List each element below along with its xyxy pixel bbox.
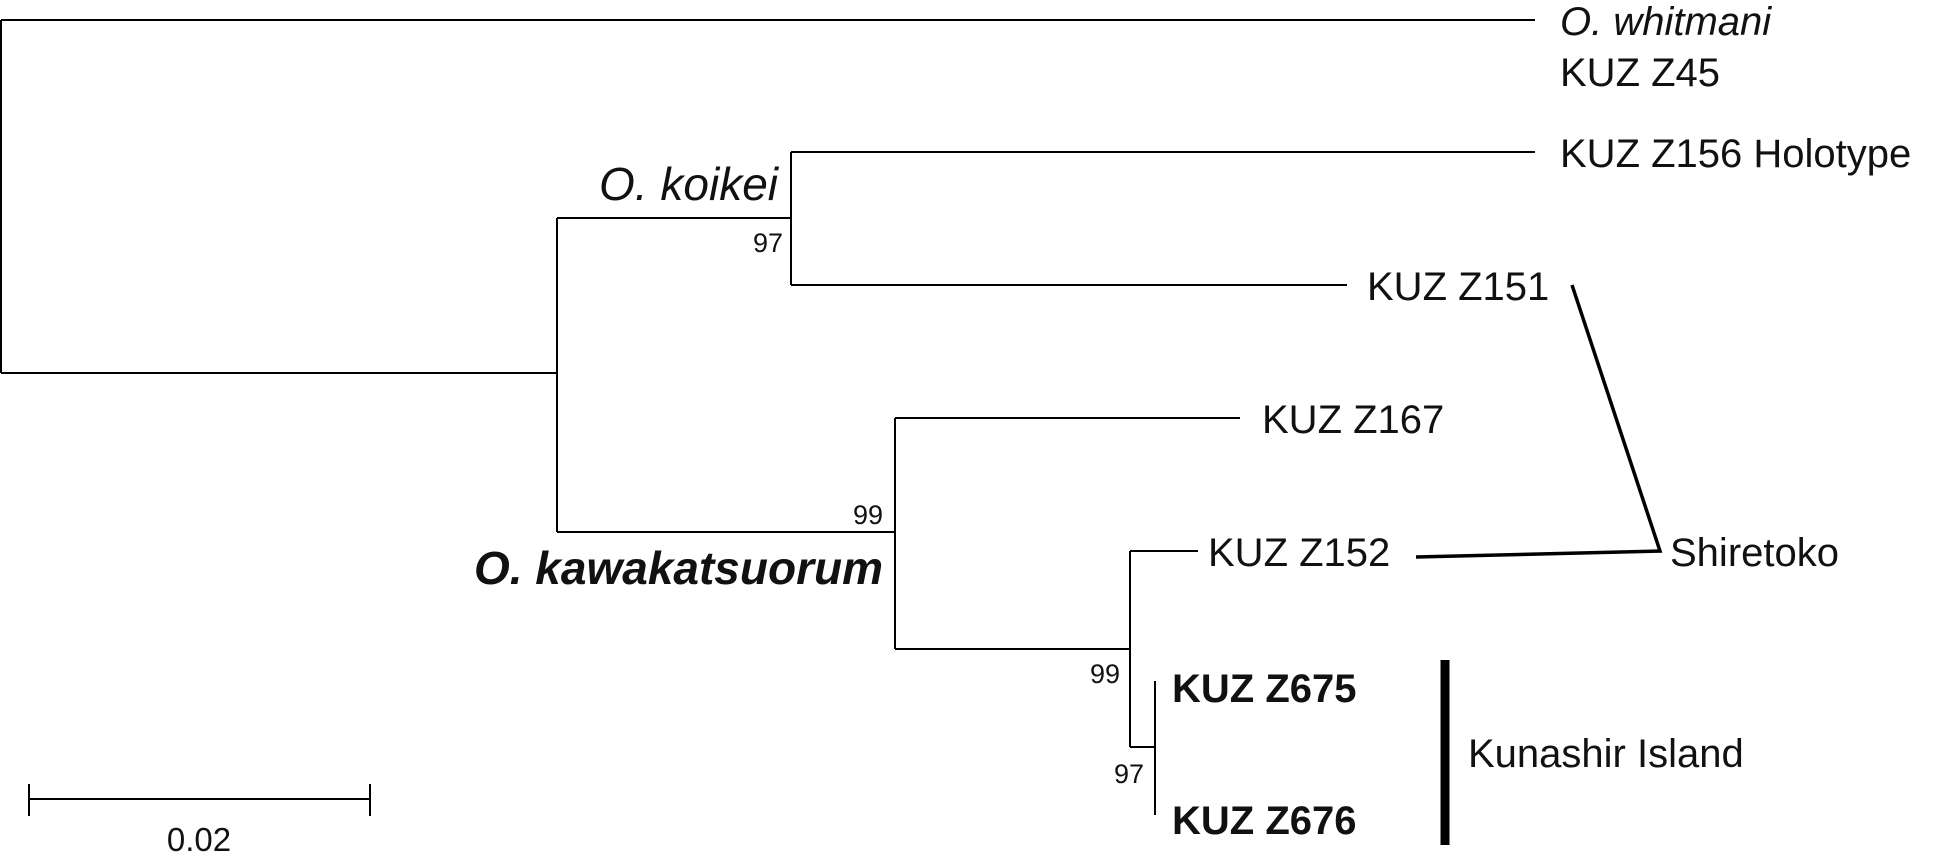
- label-z676: KUZ Z676: [1172, 799, 1357, 843]
- label-whitmani-species: O. whitmani: [1560, 0, 1772, 44]
- support-kunashir: 97: [1114, 759, 1144, 789]
- label-z167: KUZ Z167: [1262, 398, 1444, 442]
- support-koikei: 97: [753, 228, 783, 258]
- label-z675: KUZ Z675: [1172, 667, 1357, 711]
- label-z151: KUZ Z151: [1367, 265, 1549, 309]
- locality-shiretoko: Shiretoko: [1670, 531, 1839, 575]
- locality-kunashir: Kunashir Island: [1468, 732, 1744, 776]
- clade-label-koikei: O. koikei: [599, 158, 780, 210]
- clade-label-kawakatsuorum: O. kawakatsuorum: [474, 542, 883, 594]
- label-z152: KUZ Z152: [1208, 531, 1390, 575]
- scale-bar-label: 0.02: [167, 821, 231, 858]
- label-whitmani-specimen: KUZ Z45: [1560, 51, 1720, 95]
- support-kawakatsuorum: 99: [853, 500, 883, 530]
- support-z152-kunashir: 99: [1090, 659, 1120, 689]
- shiretoko-connector: [1415, 284, 1663, 559]
- label-z156: KUZ Z156 Holotype: [1560, 132, 1911, 176]
